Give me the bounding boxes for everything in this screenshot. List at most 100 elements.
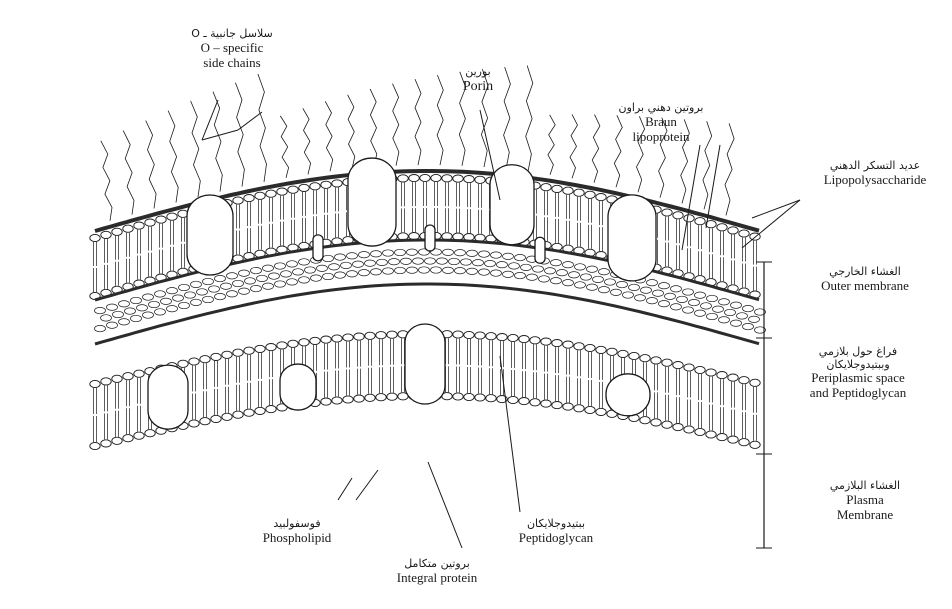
pg-unit [695, 292, 706, 298]
pg-unit [119, 301, 130, 307]
label-braun-en1: Braun [596, 115, 726, 130]
pg-unit [95, 325, 106, 331]
pg-unit [179, 284, 190, 290]
pg-unit [437, 258, 448, 264]
pm-head [717, 372, 727, 379]
pg-unit [401, 258, 412, 264]
pointer-o-chains [238, 112, 262, 130]
pg-unit [179, 302, 190, 308]
om-head [244, 195, 254, 202]
pg-unit [329, 264, 340, 270]
pm-head [508, 334, 518, 341]
pg-unit [737, 313, 748, 319]
o-chain [548, 115, 555, 175]
pm-head [343, 334, 353, 341]
pg-unit [671, 286, 682, 292]
label-lps-ar: عديد التسكر الدهني [800, 160, 950, 173]
o-chain [415, 79, 421, 165]
pg-unit [287, 261, 298, 267]
porin-protein [608, 195, 656, 281]
label-plasma-membrane: الغشاء البلازمي Plasma Membrane [790, 480, 940, 523]
pg-unit [731, 302, 742, 308]
pm-head [376, 332, 386, 339]
pm-head [222, 413, 232, 420]
om-head [288, 186, 298, 193]
om-head [453, 175, 463, 182]
pg-unit [575, 264, 586, 270]
label-periplasmic-en2: and Peptidoglycan [768, 386, 948, 401]
om-head [156, 216, 166, 223]
om-head [123, 225, 133, 232]
pg-unit [275, 263, 286, 269]
label-porin: بورين Porin [438, 66, 518, 95]
pg-unit [311, 275, 322, 281]
pointer-lps [752, 200, 800, 218]
pm-head [112, 375, 122, 382]
pm-head [365, 332, 375, 339]
om-head [442, 175, 452, 182]
o-chain [213, 92, 222, 192]
pg-unit [317, 265, 328, 271]
om-head [321, 181, 331, 188]
pm-head [332, 397, 342, 404]
pg-unit [395, 267, 406, 273]
pg-unit [527, 274, 538, 280]
pm-head [519, 398, 529, 405]
label-integral-ar: بروتين متكامل [372, 558, 502, 571]
pg-unit [359, 270, 370, 276]
pg-unit [557, 270, 568, 276]
o-chain [526, 66, 533, 172]
pg-unit [131, 315, 142, 321]
pg-unit [443, 249, 454, 255]
pointer-phospholipid [338, 478, 352, 500]
pointer-phospholipid [356, 470, 378, 500]
label-braun-en2: lipoprotein [596, 130, 726, 145]
pm-head [387, 393, 397, 400]
pm-head [354, 395, 364, 402]
o-chain [235, 83, 244, 187]
pg-unit [515, 272, 526, 278]
pg-unit [473, 260, 484, 266]
pg-unit [617, 281, 628, 287]
pm-head [211, 415, 221, 422]
pg-unit [719, 317, 730, 323]
pg-unit [119, 319, 130, 325]
label-braun-lipoprotein: بروتين دهني براون Braun lipoprotein [596, 102, 726, 145]
o-chain [325, 101, 333, 171]
om-head [101, 231, 111, 238]
pm-head [717, 434, 727, 441]
integral-protein [148, 365, 188, 429]
pm-head [750, 441, 760, 448]
pm-head [464, 393, 474, 400]
pg-unit [491, 270, 502, 276]
o-chain [146, 121, 156, 209]
pg-unit [137, 305, 148, 311]
label-peptidoglycan-ar: ببتيدوجلايكان [486, 518, 626, 531]
porin-protein [490, 165, 534, 245]
pg-unit [209, 286, 220, 292]
pg-unit [227, 273, 238, 279]
label-integral-protein: بروتين متكامل Integral protein [372, 558, 502, 586]
label-peptidoglycan: ببتيدوجلايكان Peptidoglycan [486, 518, 626, 546]
om-head [431, 174, 441, 181]
pg-unit [227, 291, 238, 297]
pointer-braun [706, 145, 720, 228]
label-o-specific-en2: side chains [162, 56, 302, 71]
pm-head [101, 378, 111, 385]
pm-head [376, 394, 386, 401]
pg-unit [215, 293, 226, 299]
o-chain [725, 123, 734, 215]
o-chain [123, 131, 134, 215]
label-peptidoglycan-en: Peptidoglycan [486, 531, 626, 546]
pg-unit [659, 283, 670, 289]
pg-unit [275, 281, 286, 287]
pg-unit [611, 289, 622, 295]
pg-unit [731, 320, 742, 326]
pm-head [563, 403, 573, 410]
pm-head [112, 437, 122, 444]
pg-unit [599, 287, 610, 293]
pg-unit [569, 272, 580, 278]
pg-unit [641, 287, 652, 293]
pg-unit [161, 298, 172, 304]
